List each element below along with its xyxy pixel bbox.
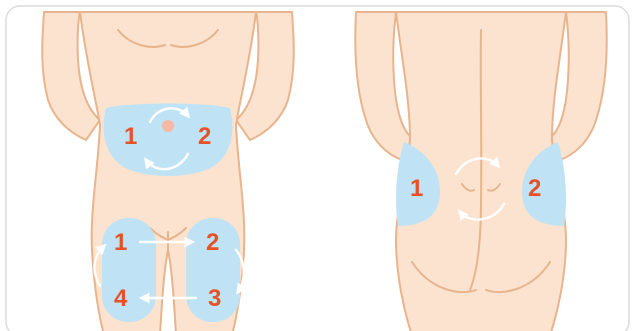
navel	[162, 120, 174, 132]
thigh-label-4: 4	[114, 285, 128, 312]
abdomen-zone	[104, 104, 233, 177]
left-thigh-zone	[102, 218, 156, 322]
abdomen-label-1: 1	[124, 123, 137, 150]
back-label-1: 1	[410, 175, 423, 202]
thigh-label-2: 2	[206, 229, 219, 256]
spine-line	[481, 30, 482, 200]
back-label-2: 2	[528, 175, 541, 202]
thigh-label-3: 3	[208, 285, 221, 312]
thigh-label-1: 1	[114, 229, 127, 256]
abdomen-label-2: 2	[198, 123, 211, 150]
